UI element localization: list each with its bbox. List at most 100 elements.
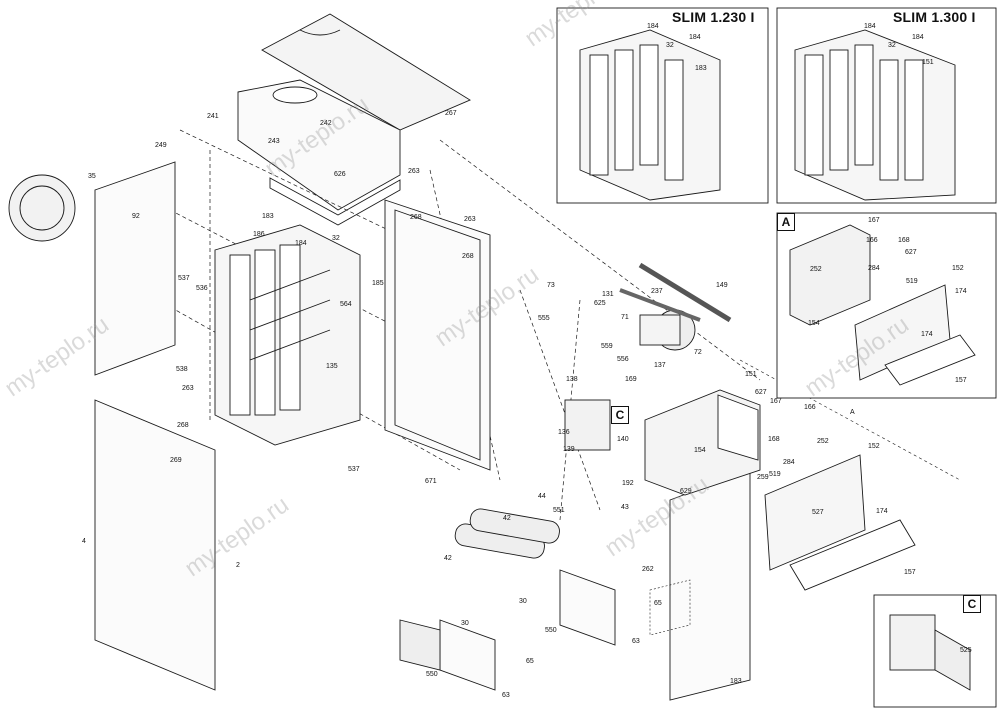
part-label: 252 [817, 438, 829, 445]
part-label: 243 [268, 138, 280, 145]
part-label: 43 [621, 504, 629, 511]
part-label: 135 [326, 363, 338, 370]
part-label: 42 [444, 555, 452, 562]
part-label: 627 [755, 389, 767, 396]
part-label: 183 [730, 678, 742, 685]
part-label: 138 [566, 376, 578, 383]
part-label: 268 [462, 253, 474, 260]
part-label: 626 [334, 171, 346, 178]
part-label: 627 [905, 249, 917, 256]
part-label: 63 [632, 638, 640, 645]
part-label: 671 [425, 478, 437, 485]
heat-exchanger-main [214, 224, 361, 446]
part-label: 263 [464, 216, 476, 223]
side-panel-left [94, 399, 216, 691]
part-label: 2 [236, 562, 240, 569]
part-label: 556 [617, 356, 629, 363]
part-label: 149 [716, 282, 728, 289]
part-label: 131 [602, 291, 614, 298]
front-panel-259 [669, 469, 751, 701]
part-label: 92 [132, 213, 140, 220]
pump-237 [619, 262, 732, 351]
part-label: 139 [563, 446, 575, 453]
plate-550-b [439, 619, 496, 691]
part-label: 168 [768, 436, 780, 443]
part-label: 166 [866, 237, 878, 244]
part-label: 237 [651, 288, 663, 295]
part-label: 184 [689, 34, 701, 41]
part-label: 625 [594, 300, 606, 307]
part-label: 263 [408, 168, 420, 175]
part-label: 169 [625, 376, 637, 383]
part-label: 537 [178, 275, 190, 282]
part-label: 63 [502, 692, 510, 699]
part-label: 519 [906, 278, 918, 285]
part-label: 267 [445, 110, 457, 117]
control-panel-152 [764, 454, 866, 571]
part-label: 152 [868, 443, 880, 450]
burners-42 [454, 508, 560, 559]
part-label: 151 [745, 371, 757, 378]
part-label: 550 [545, 627, 557, 634]
part-label: 151 [922, 59, 934, 66]
part-label: 32 [888, 42, 896, 49]
part-label: 184 [912, 34, 924, 41]
part-label: 252 [810, 266, 822, 273]
part-label: 167 [770, 398, 782, 405]
part-label: 65 [654, 600, 662, 607]
part-label: 185 [372, 280, 384, 287]
part-label: 550 [426, 671, 438, 678]
part-label: 249 [155, 142, 167, 149]
detail-c-drawing [889, 614, 971, 691]
part-label: 168 [898, 237, 910, 244]
part-label: 154 [808, 320, 820, 327]
part-label: 140 [617, 436, 629, 443]
part-label: 284 [783, 459, 795, 466]
part-label: 152 [952, 265, 964, 272]
part-label: 32 [666, 42, 674, 49]
part-label: 183 [262, 213, 274, 220]
detail-a-letter: A [777, 213, 795, 231]
plate-550-a [559, 569, 616, 646]
part-label: 154 [694, 447, 706, 454]
detail-a-drawing [789, 224, 976, 386]
part-label: 263 [182, 385, 194, 392]
part-label: 519 [769, 471, 781, 478]
expansion-vessel-35 [8, 174, 76, 242]
part-label: 259 [757, 474, 769, 481]
part-label: 157 [904, 569, 916, 576]
top-cover-267 [261, 13, 471, 131]
frame-chassis [384, 199, 491, 471]
part-label: 65 [526, 658, 534, 665]
part-label: 525 [960, 647, 972, 654]
part-label: 536 [196, 285, 208, 292]
part-label: 71 [621, 314, 629, 321]
part-label: 559 [601, 343, 613, 350]
inset-title-slim-300: SLIM 1.300 I [893, 9, 976, 25]
gas-valve-140 [564, 399, 611, 451]
part-label: 35 [88, 173, 96, 180]
part-label: 184 [647, 23, 659, 30]
part-label: 186 [253, 231, 265, 238]
part-label: 262 [642, 566, 654, 573]
part-label: 174 [876, 508, 888, 515]
part-label: 44 [538, 493, 546, 500]
part-label: 30 [461, 620, 469, 627]
part-label: 137 [654, 362, 666, 369]
part-label: 166 [804, 404, 816, 411]
gas-valve-ref-c: C [611, 406, 629, 424]
part-label: 551 [553, 507, 565, 514]
part-label: 242 [320, 120, 332, 127]
flap-157 [789, 519, 916, 591]
inset-slim-230-drawing [579, 29, 721, 201]
part-label: 564 [340, 301, 352, 308]
part-label: 555 [538, 315, 550, 322]
part-label: 184 [864, 23, 876, 30]
part-label: 527 [812, 509, 824, 516]
part-label: 167 [868, 217, 880, 224]
inset-title-slim-230: SLIM 1.230 I [672, 9, 755, 25]
part-label: 241 [207, 113, 219, 120]
